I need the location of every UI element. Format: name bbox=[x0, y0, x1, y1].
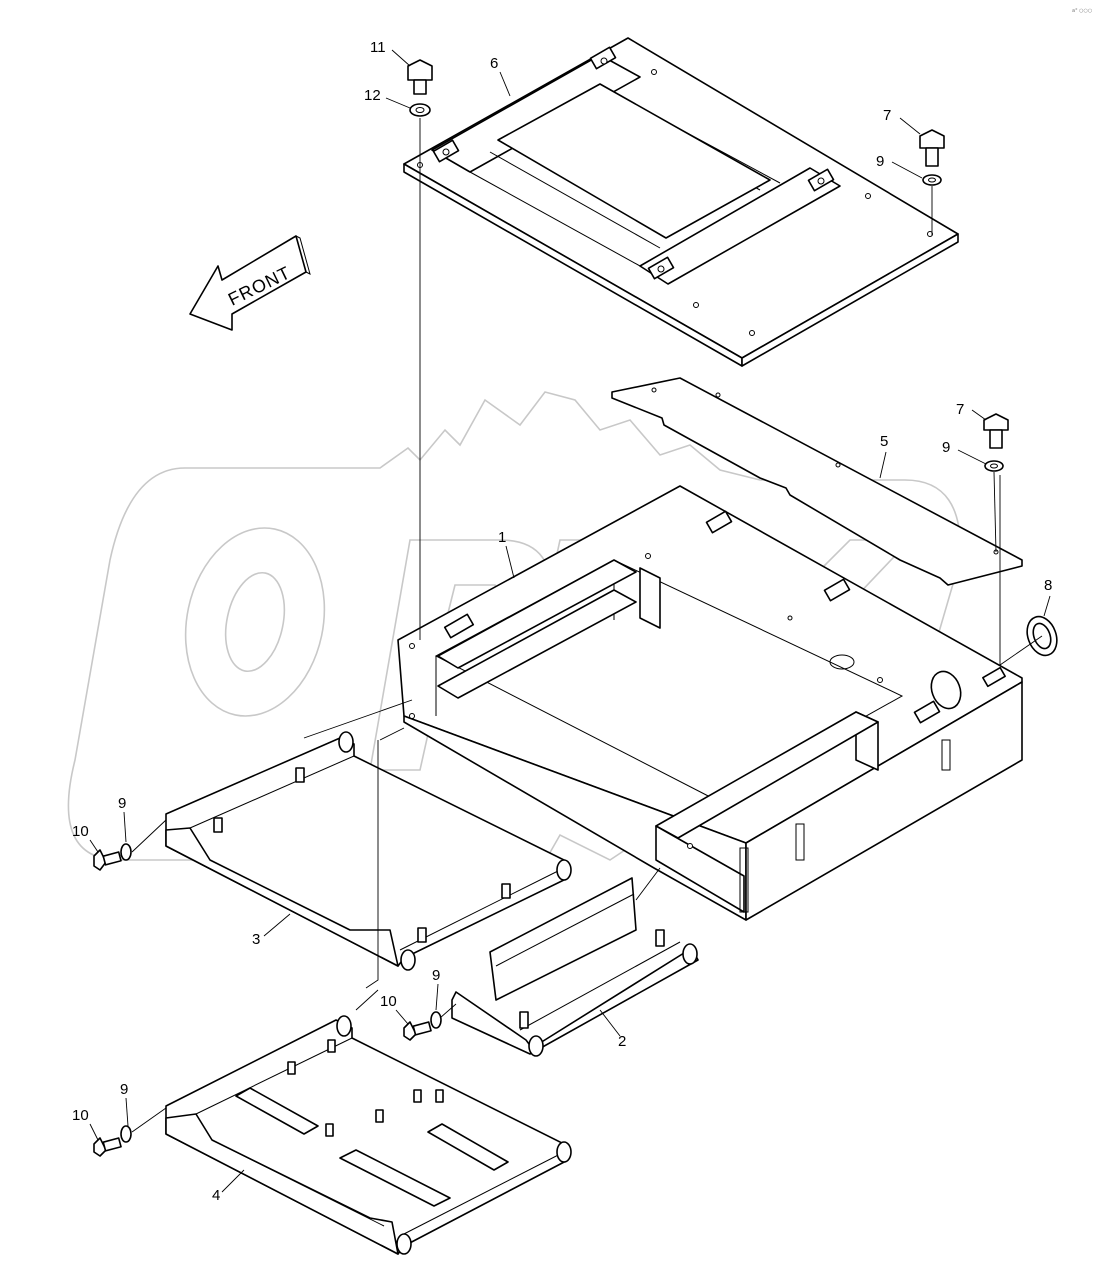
part-2-small-tray bbox=[451, 877, 699, 1057]
part-4-lower-tray bbox=[165, 1015, 572, 1255]
callout-8: 8 bbox=[1044, 577, 1052, 594]
callout-9-middle: 9 bbox=[432, 967, 440, 984]
part-12-washer bbox=[409, 103, 431, 117]
part-11-bolt bbox=[407, 59, 433, 95]
callout-10-lower: 10 bbox=[72, 1107, 89, 1124]
part-9-washer-top bbox=[922, 174, 942, 186]
corner-tag: a° ○○○ bbox=[1072, 8, 1092, 14]
callout-9-upper: 9 bbox=[118, 795, 126, 812]
part-9-washer-side bbox=[984, 460, 1004, 472]
part-10-bolt-upper bbox=[93, 843, 132, 871]
part-5-side-plate bbox=[611, 377, 1023, 586]
front-direction-arrow: FRONT bbox=[189, 235, 311, 331]
callout-9-top: 9 bbox=[876, 153, 884, 170]
callout-10-middle: 10 bbox=[380, 993, 397, 1010]
callout-4: 4 bbox=[212, 1187, 220, 1204]
callout-9-side: 9 bbox=[942, 439, 950, 456]
callout-7-side: 7 bbox=[956, 401, 964, 418]
part-10-bolt-lower bbox=[93, 1125, 132, 1157]
callout-2: 2 bbox=[618, 1033, 626, 1050]
callout-10-upper: 10 bbox=[72, 823, 89, 840]
part-7-bolt-top bbox=[919, 129, 945, 167]
callout-1: 1 bbox=[498, 529, 506, 546]
callout-9-lower: 9 bbox=[120, 1081, 128, 1098]
part-10-bolt-middle bbox=[403, 1011, 442, 1041]
callout-12: 12 bbox=[364, 87, 381, 104]
part-6-top-plate bbox=[403, 37, 959, 367]
assembly-lines bbox=[131, 118, 1043, 1133]
callout-5: 5 bbox=[880, 433, 888, 450]
callout-11: 11 bbox=[370, 39, 386, 56]
part-3-upper-tray bbox=[165, 731, 572, 971]
part-1-main-frame bbox=[397, 485, 1023, 921]
callout-7-top: 7 bbox=[883, 107, 891, 124]
callout-3: 3 bbox=[252, 931, 260, 948]
callouts: 11 12 6 7 9 7 5 9 8 1 9 10 3 9 10 2 9 10 bbox=[72, 39, 1052, 1204]
callout-6: 6 bbox=[490, 55, 498, 72]
part-7-bolt-side bbox=[983, 413, 1009, 449]
